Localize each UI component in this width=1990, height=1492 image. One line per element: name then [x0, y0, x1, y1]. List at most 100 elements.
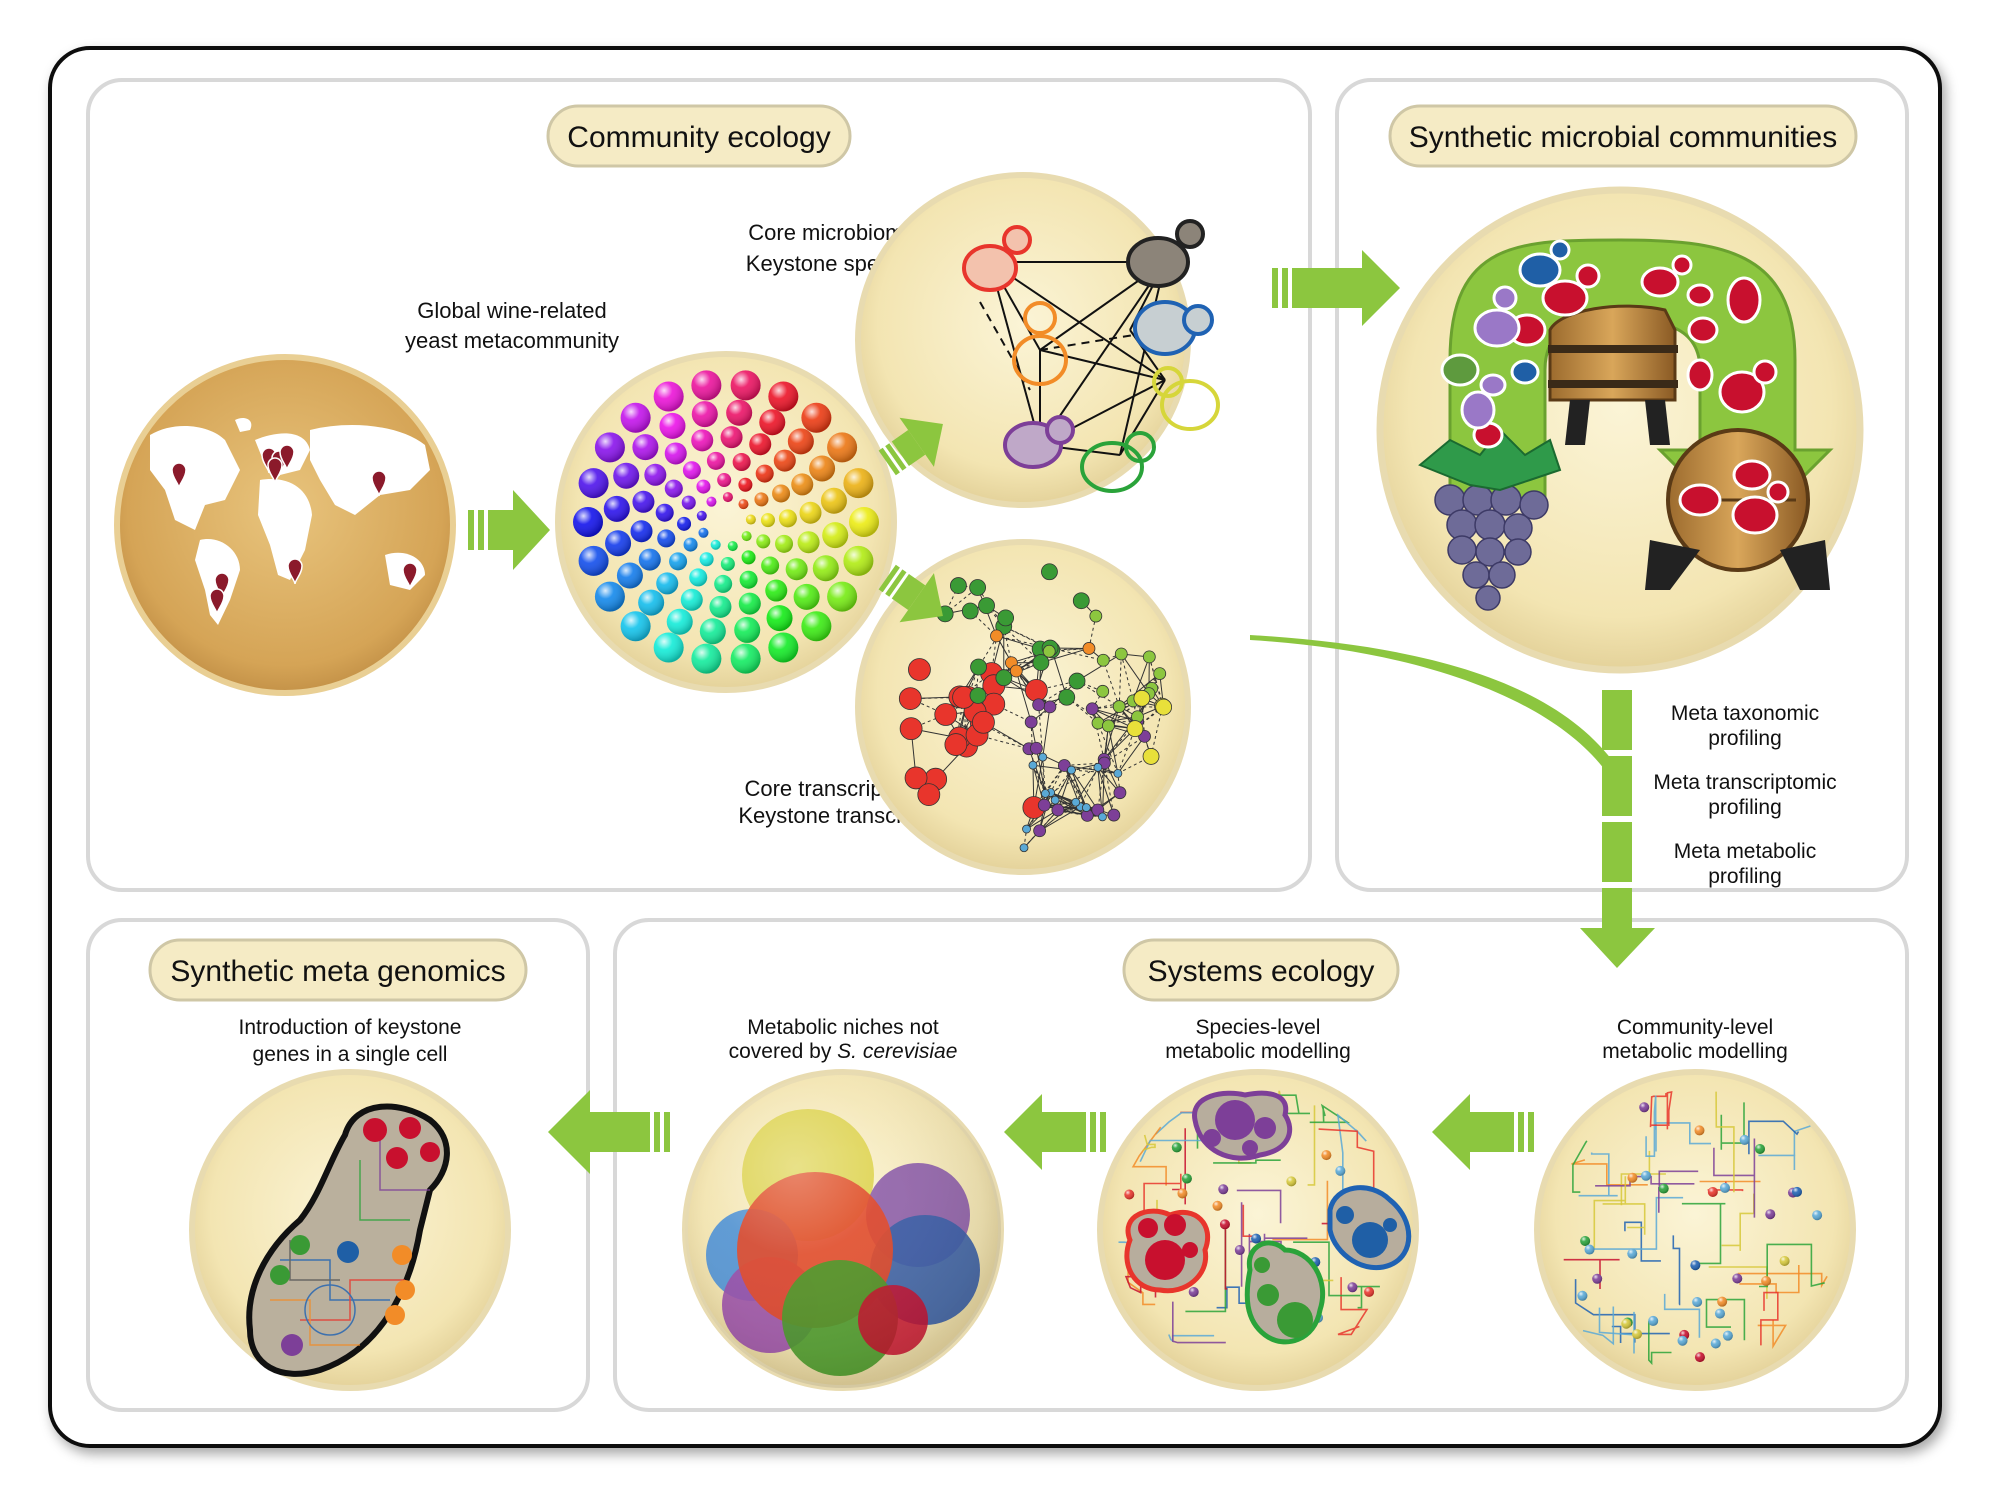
compartment-green — [1244, 1240, 1326, 1345]
wheel-sphere-shine — [573, 507, 603, 537]
grape-bunch-icon — [1434, 484, 1549, 611]
transcript-edge — [1016, 662, 1042, 672]
wheel-sphere-shine — [827, 432, 858, 463]
metabolite-node-shine — [1717, 1296, 1728, 1307]
single-cell-dish — [189, 1069, 511, 1391]
transcript-node — [899, 717, 923, 741]
metabolite-node-shine — [1219, 1219, 1230, 1230]
metabolite-node-shine — [1761, 1276, 1772, 1287]
arrow-metacommunity-to-microbiome — [878, 417, 943, 476]
metabolite-node-shine — [1739, 1134, 1750, 1145]
metabolite-node-shine — [1621, 1318, 1632, 1329]
wheel-sphere-shine — [827, 581, 858, 612]
transcript-node — [1082, 642, 1096, 655]
metabolic-pathway-line — [1131, 1126, 1167, 1186]
transcript-node — [969, 687, 987, 704]
wheel-sphere-shine — [801, 611, 832, 642]
transcript-node — [1155, 698, 1173, 716]
wheel-sphere-shine — [822, 522, 849, 549]
transcript-edge — [1042, 706, 1051, 758]
transcript-node — [1126, 720, 1144, 738]
wheel-sphere-shine — [756, 534, 771, 549]
niches-label-species: S. cerevisiae — [837, 1040, 957, 1063]
wheel-sphere-shine — [787, 428, 814, 455]
transcript-node — [1102, 719, 1115, 733]
metabolite-node-shine — [1335, 1165, 1346, 1176]
wheel-sphere-shine — [709, 595, 732, 618]
transcript-edge — [1030, 722, 1034, 766]
transcript-edge — [1032, 765, 1045, 806]
metabolite-node-shine — [1218, 1184, 1229, 1195]
metabolic-pathway-line — [1572, 1140, 1588, 1193]
transcript-node — [1067, 765, 1076, 775]
arrow-synthetic-down — [1580, 690, 1655, 968]
metabolic-pathway-line — [1757, 1320, 1788, 1350]
transcript-edge — [1092, 700, 1134, 710]
wheel-sphere-shine — [681, 495, 696, 510]
wheel-sphere-shine — [603, 495, 630, 522]
wheel-sphere-shine — [820, 487, 847, 514]
transcript-node — [1024, 678, 1048, 702]
arrow-metacommunity-to-transcriptome — [878, 564, 943, 623]
metabolic-pathway-line — [1713, 1138, 1756, 1218]
metabolite-node-shine — [1694, 1352, 1705, 1363]
metabolite-node-shine — [1694, 1125, 1705, 1136]
metabolite-node-shine — [1286, 1176, 1297, 1187]
metabolite-node-shine — [1124, 1189, 1135, 1200]
community-level-label-2: metabolic modelling — [1602, 1040, 1788, 1063]
wheel-sphere-shine — [768, 381, 799, 412]
metabolic-pathway-line — [1645, 1095, 1657, 1157]
niches-label-1: Metabolic niches not — [747, 1016, 939, 1039]
wheel-sphere-shine — [738, 592, 761, 615]
transcript-node — [1089, 609, 1103, 623]
wheel-sphere-shine — [726, 399, 753, 426]
wheel-sphere-shine — [749, 433, 772, 456]
transcript-network — [898, 563, 1173, 853]
metabolite-node-shine — [1677, 1335, 1688, 1346]
metabolic-pathway-line — [1598, 1307, 1635, 1354]
wheel-sphere-shine — [793, 583, 820, 610]
profiling-3-line2: profiling — [1708, 865, 1782, 888]
wheel-sphere-shine — [594, 432, 625, 463]
transcript-node — [1142, 650, 1156, 664]
wheel-sphere-shine — [691, 429, 714, 452]
transcript-node — [1096, 653, 1110, 667]
metabolite-node-shine — [1639, 1102, 1650, 1113]
wheel-sphere-shine — [682, 461, 701, 480]
metabolic-pathway-line — [1760, 1291, 1779, 1346]
niches-dish — [682, 1069, 1004, 1391]
transcript-node — [1093, 762, 1103, 772]
wheel-sphere-shine — [657, 529, 676, 548]
wheel-sphere-shine — [730, 643, 761, 674]
metabolic-pathway-line — [1563, 1258, 1620, 1289]
wheel-sphere-shine — [696, 479, 711, 494]
transcript-node — [1133, 689, 1151, 707]
wheel-sphere-shine — [745, 514, 756, 525]
wheel-sphere-shine — [791, 473, 814, 496]
yeast-cells-purple — [1460, 285, 1521, 430]
transcript-node — [1024, 715, 1038, 729]
wheel-sphere-shine — [754, 492, 769, 507]
metabolic-pathway-line — [1307, 1105, 1316, 1186]
wheel-sphere-shine — [738, 477, 753, 492]
metabolic-pathway-line — [1242, 1204, 1253, 1237]
compartment-purple — [1192, 1090, 1293, 1161]
flow-arrows — [468, 250, 1655, 1174]
wheel-sphere-shine — [620, 402, 651, 433]
wheel-sphere-shine — [706, 451, 725, 470]
metabolite-node-shine — [1641, 1170, 1652, 1181]
transcript-node — [1071, 797, 1081, 807]
title-community-ecology-text: Community ecology — [567, 121, 830, 154]
title-synthetic-genomics: Synthetic meta genomics — [148, 938, 528, 1002]
niches-label-prefix: covered by — [729, 1040, 838, 1063]
metabolite-node-shine — [1722, 1330, 1733, 1341]
yeast-cells-green — [1440, 353, 1480, 387]
wheel-sphere-shine — [778, 509, 797, 528]
transcript-edge — [1117, 736, 1145, 774]
metabolic-pathway-line — [1651, 1091, 1673, 1130]
metabolite-node-shine — [1181, 1173, 1192, 1184]
profiling-2-line2: profiling — [1708, 796, 1782, 819]
metabolite-node-shine — [1177, 1188, 1188, 1199]
global-label-1: Global wine-related — [417, 298, 607, 323]
wheel-sphere-shine — [714, 574, 733, 593]
